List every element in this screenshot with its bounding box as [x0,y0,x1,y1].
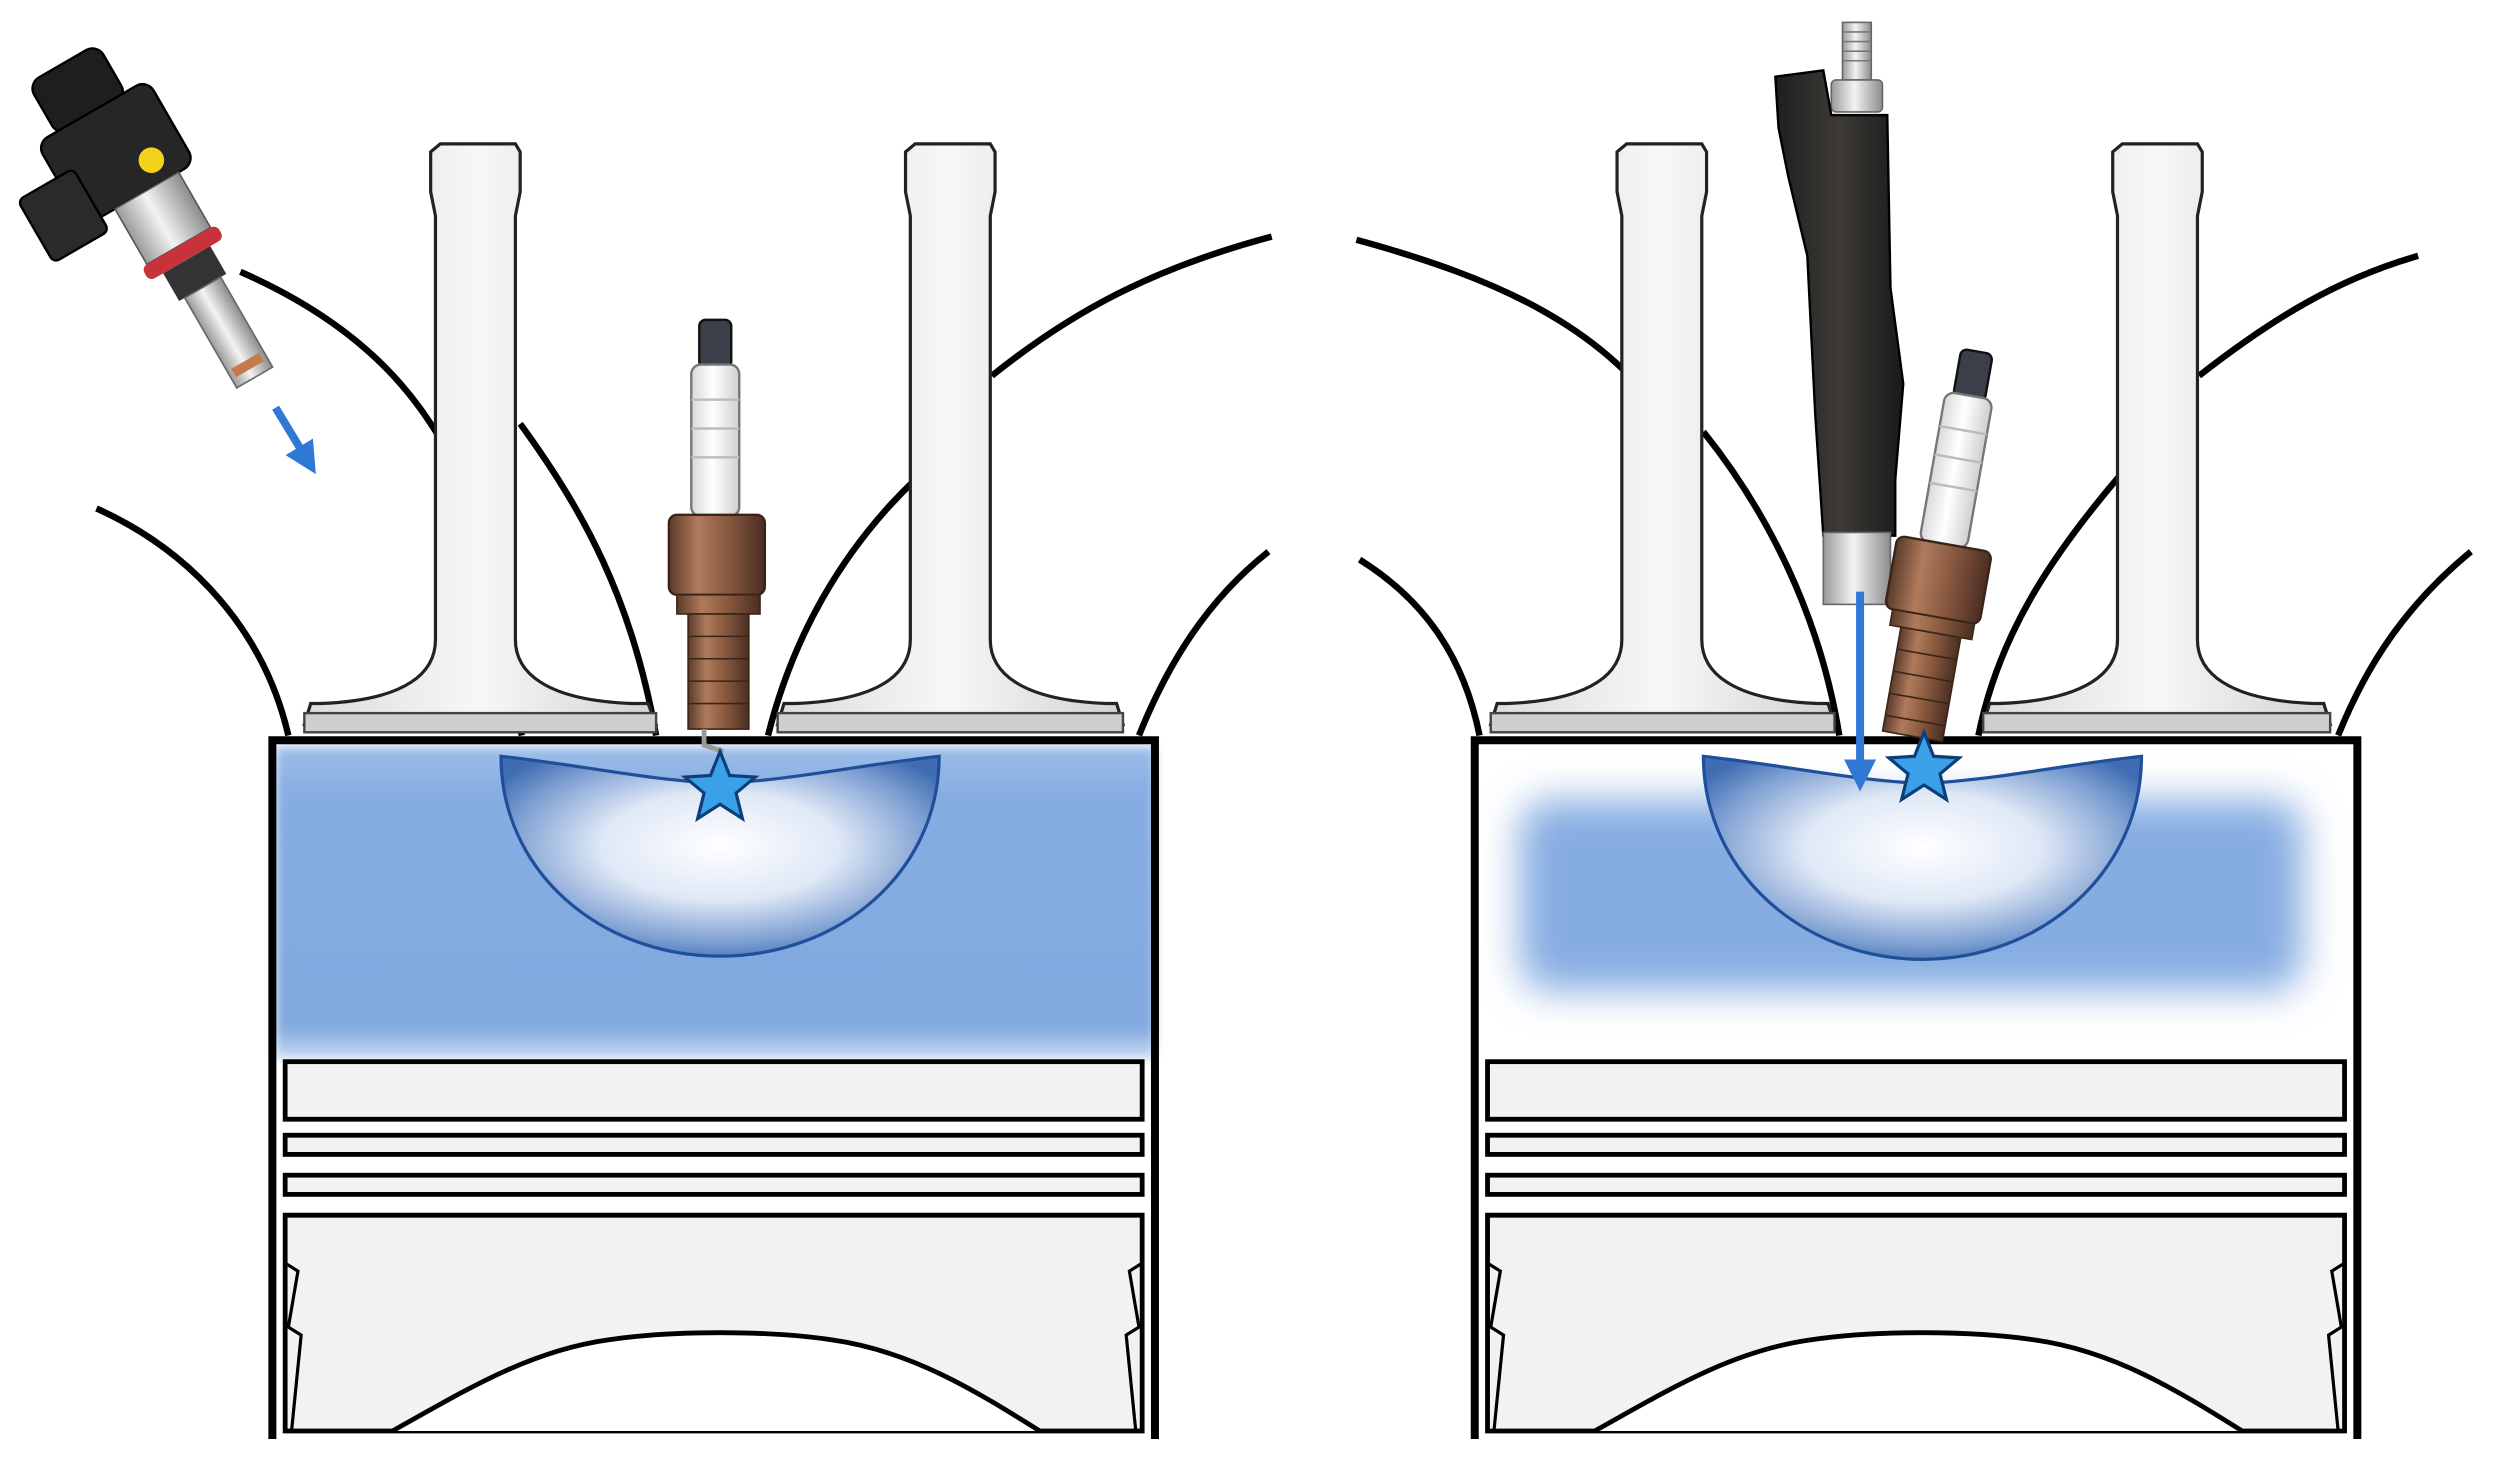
spark-star-icon [1884,727,1964,803]
piston-bowl [499,754,941,958]
panel-direct-injection [1355,21,2473,1440]
cylinder-wall [268,736,1159,1440]
exhaust-port-wall-upper [989,233,1273,379]
piston-pin-boss [1593,1330,2244,1434]
cylinder-wall [1470,736,2362,1440]
piston-bowl [1701,754,2144,961]
port-injection-spray-arrow [272,405,316,475]
intake-port-wall-lower [1357,556,1483,737]
spark-plug [667,318,767,754]
panel-port-injection [18,47,1273,1440]
exhaust-port-wall-upper [2197,252,2419,379]
exhaust-valve [1981,142,2333,734]
direct-fuel-injector-icon [1774,21,1905,606]
exhaust-port-wall-lower [1136,549,1271,737]
piston [1485,1059,2347,1434]
port-wall-center-left [1700,429,1843,737]
spark-star-icon [680,747,760,823]
piston [282,1059,1145,1434]
port-wall-center-left [517,421,660,737]
exhaust-port-wall-center [764,477,918,737]
intake-port-wall-lower [95,505,292,737]
port-fuel-injector-icon [18,47,274,389]
exhaust-port-wall-lower [2335,549,2473,737]
intake-valve [302,142,659,734]
intake-port-wall-upper [1355,236,1667,418]
piston-pin-boss [391,1330,1042,1434]
exhaust-valve [775,142,1126,734]
exhaust-port-wall-center [1975,474,2122,737]
spark-plug [1881,348,1994,743]
intake-valve [1488,142,1837,734]
